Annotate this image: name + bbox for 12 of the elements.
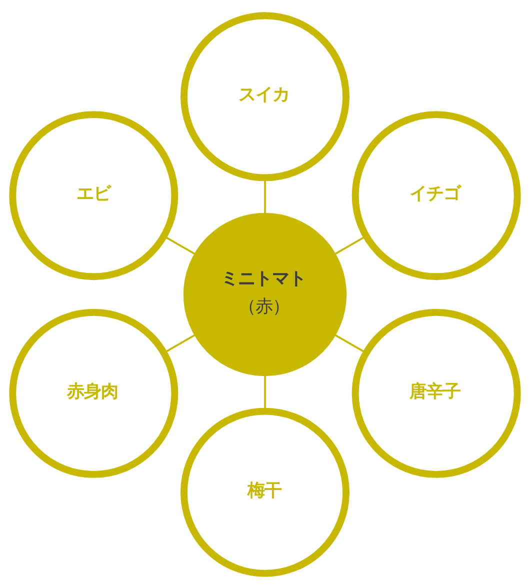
connector xyxy=(164,334,196,354)
node-circle: ミニトマト （赤） xyxy=(183,212,347,376)
node-circle: 唐辛子 xyxy=(352,308,521,478)
connector xyxy=(164,234,196,254)
connector xyxy=(334,334,366,354)
connector xyxy=(334,234,366,254)
node-circle: スイカ xyxy=(180,12,350,181)
node-circle: 梅干 xyxy=(180,407,350,576)
connector xyxy=(264,375,266,411)
node-circle: 赤身肉 xyxy=(9,308,178,478)
node-circle: エビ xyxy=(9,110,178,280)
node-circle: イチゴ xyxy=(352,110,521,280)
